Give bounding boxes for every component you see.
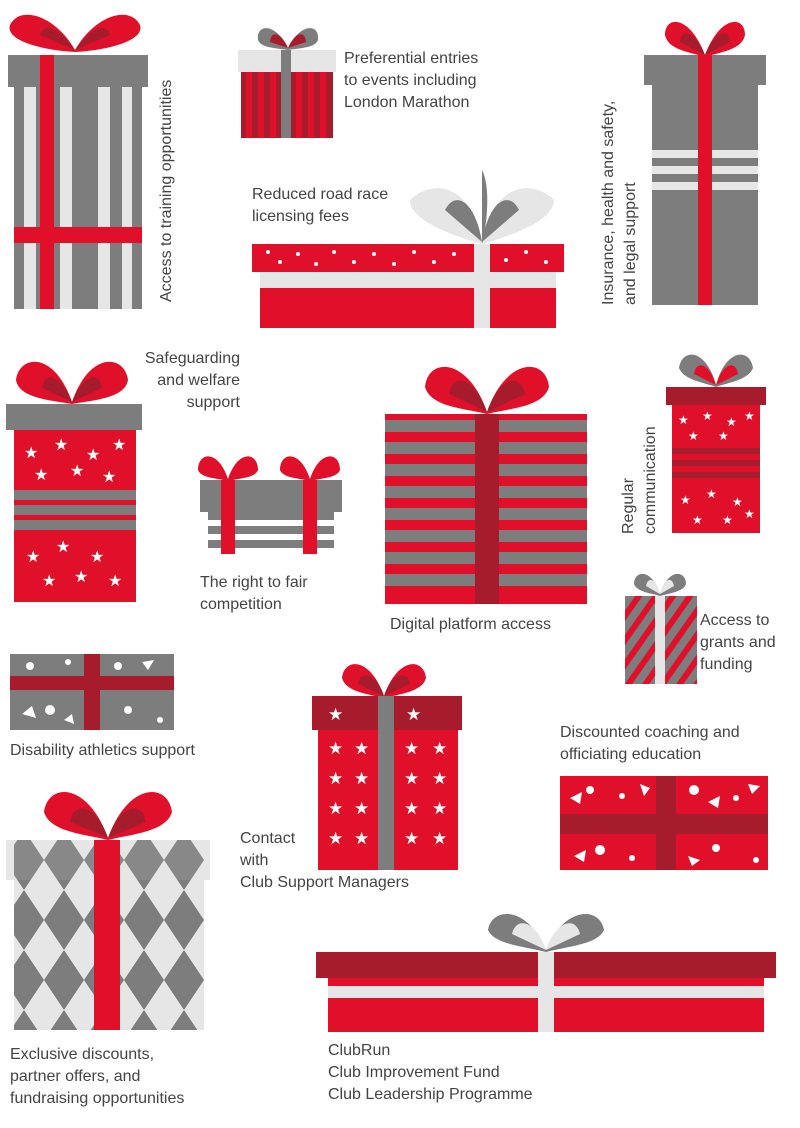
svg-text:★: ★ <box>90 547 104 566</box>
gift-insurance <box>644 21 766 305</box>
svg-text:★: ★ <box>722 513 733 527</box>
svg-text:★: ★ <box>744 507 755 521</box>
svg-text:★: ★ <box>404 799 419 819</box>
gift-coaching <box>560 776 768 870</box>
svg-text:★: ★ <box>354 739 369 759</box>
label-disability: Disability athletics support <box>10 742 195 759</box>
gift-disability <box>10 654 174 730</box>
svg-text:★: ★ <box>328 705 343 725</box>
svg-text:★: ★ <box>692 513 703 527</box>
svg-text:★: ★ <box>432 799 447 819</box>
gift-grants <box>625 573 697 684</box>
gift-communication: ★★★★ ★★ ★★★ ★★★ <box>666 354 766 533</box>
svg-text:★: ★ <box>328 829 343 849</box>
svg-text:★: ★ <box>108 571 122 590</box>
svg-text:★: ★ <box>404 769 419 789</box>
gift-fair <box>198 456 342 554</box>
svg-text:★: ★ <box>112 435 126 454</box>
gift-training <box>8 14 148 309</box>
svg-text:★: ★ <box>354 769 369 789</box>
svg-text:★: ★ <box>328 739 343 759</box>
label-digital: Digital platform access <box>390 616 551 633</box>
svg-text:★: ★ <box>432 769 447 789</box>
gift-safeguarding: ★★★★ ★★★ ★★★ ★★★ <box>6 361 142 602</box>
gift-contact: ★ ★ ★ ★ ★ ★ ★ ★ ★ ★ ★ ★ ★ ★ ★ ★ ★ ★ <box>312 664 462 870</box>
svg-text:★: ★ <box>432 829 447 849</box>
svg-text:★: ★ <box>404 829 419 849</box>
svg-text:★: ★ <box>706 487 717 501</box>
gift-entries <box>238 28 336 138</box>
svg-text:★: ★ <box>24 443 38 462</box>
svg-text:★: ★ <box>726 415 737 429</box>
gift-digital <box>385 366 587 604</box>
svg-text:★: ★ <box>432 739 447 759</box>
svg-text:★: ★ <box>54 435 68 454</box>
svg-text:★: ★ <box>86 445 100 464</box>
svg-text:★: ★ <box>328 799 343 819</box>
svg-text:★: ★ <box>680 493 691 507</box>
svg-text:★: ★ <box>70 461 84 480</box>
svg-text:★: ★ <box>354 829 369 849</box>
svg-text:★: ★ <box>404 739 419 759</box>
gift-exclusive <box>6 792 210 1030</box>
svg-text:★: ★ <box>34 465 48 484</box>
bow-icon <box>9 14 141 52</box>
svg-text:★: ★ <box>688 429 699 443</box>
svg-text:★: ★ <box>42 571 56 590</box>
label-training: Access to training opportunities <box>158 79 175 302</box>
svg-text:★: ★ <box>102 467 116 486</box>
svg-text:★: ★ <box>718 429 729 443</box>
svg-text:★: ★ <box>678 413 689 427</box>
svg-text:★: ★ <box>56 537 70 556</box>
gift-clubrun <box>316 913 776 1032</box>
svg-text:★: ★ <box>328 769 343 789</box>
svg-text:★: ★ <box>744 409 755 423</box>
svg-text:★: ★ <box>732 495 743 509</box>
label-insurance: Insurance, health and safety,and legal s… <box>600 100 639 305</box>
gift-licensing <box>252 170 564 328</box>
svg-text:★: ★ <box>702 409 713 423</box>
svg-text:★: ★ <box>74 567 88 586</box>
svg-text:★: ★ <box>406 705 421 725</box>
svg-text:★: ★ <box>354 799 369 819</box>
svg-text:★: ★ <box>26 547 40 566</box>
